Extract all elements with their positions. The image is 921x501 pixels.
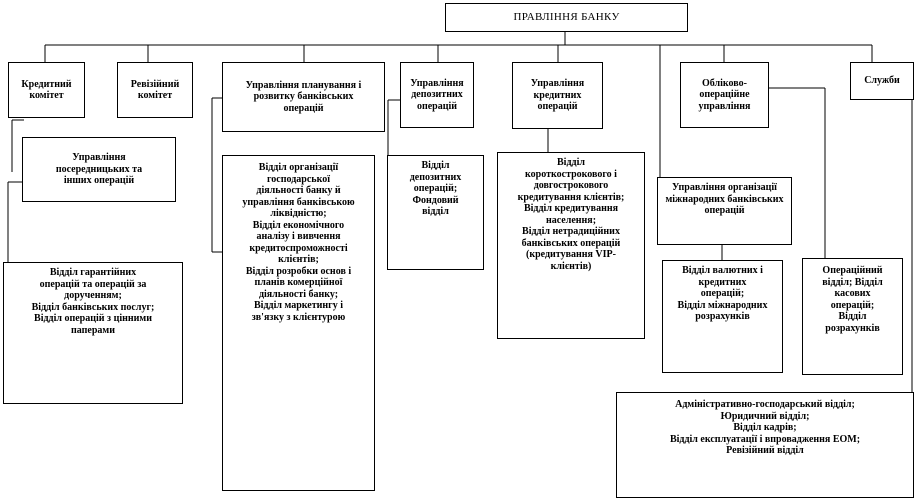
- rates-committee-box: Ревізійний комітет: [117, 62, 193, 118]
- operations-sections-box: Операційний відділ; Відділ касових опера…: [802, 258, 903, 375]
- intermediary-dept-box: Управління посередницьких та інших опера…: [22, 137, 176, 202]
- international-dept-box: Управління організації міжнародних банкі…: [657, 177, 792, 245]
- credit-sections-label: Відділ короткострокового і довгостроково…: [517, 157, 625, 272]
- international-sections-label: Відділ валютних і кредитних операцій; Ві…: [677, 265, 768, 322]
- intermediary-sections-box: Відділ гарантійних операцій та операцій …: [3, 262, 183, 404]
- intermediary-dept-label: Управління посередницьких та інших опера…: [55, 152, 143, 187]
- deposit-dept-box: Управління депозитних операцій: [400, 62, 474, 128]
- board-label: ПРАВЛІННЯ БАНКУ: [513, 11, 620, 24]
- credit-committee-box: Кредитний комітет: [8, 62, 85, 118]
- credit-committee-label: Кредитний комітет: [21, 78, 72, 102]
- accounting-dept-label: Обліково- операційне управління: [698, 77, 751, 112]
- international-sections-box: Відділ валютних і кредитних операцій; Ві…: [662, 260, 783, 373]
- deposit-dept-label: Управління депозитних операцій: [410, 77, 464, 112]
- deposit-sections-label: Відділ депозитних операцій; Фондовий від…: [409, 160, 462, 217]
- credit-sections-box: Відділ короткострокового і довгостроково…: [497, 152, 645, 339]
- credit-dept-label: Управління кредитних операцій: [530, 78, 585, 113]
- rates-committee-label: Ревізійний комітет: [130, 78, 180, 102]
- service-sections-box: Адміністративно-господарський відділ; Юр…: [616, 392, 914, 498]
- services-label: Служби: [864, 75, 900, 87]
- planning-sections-box: Відділ організації господарської діяльно…: [222, 155, 375, 491]
- deposit-sections-box: Відділ депозитних операцій; Фондовий від…: [387, 155, 484, 270]
- planning-dept-label: Управління планування і розвитку банківс…: [245, 79, 362, 114]
- board-box: ПРАВЛІННЯ БАНКУ: [445, 3, 688, 32]
- credit-dept-box: Управління кредитних операцій: [512, 62, 603, 129]
- intermediary-sections-label: Відділ гарантійних операцій та операцій …: [31, 267, 155, 336]
- services-box: Служби: [850, 62, 914, 100]
- service-sections-label: Адміністративно-господарський відділ; Юр…: [669, 399, 861, 456]
- accounting-dept-box: Обліково- операційне управління: [680, 62, 769, 128]
- planning-sections-label: Відділ організації господарської діяльно…: [242, 162, 355, 323]
- international-dept-label: Управління організації міжнародних банкі…: [665, 182, 784, 216]
- planning-dept-box: Управління планування і розвитку банківс…: [222, 62, 385, 132]
- operations-sections-label: Операційний відділ; Відділ касових опера…: [822, 265, 883, 334]
